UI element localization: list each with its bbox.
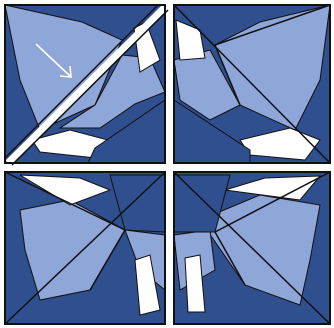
- quilt-block-bottom-left: [5, 172, 165, 324]
- quilt-block-bottom-right: [174, 172, 330, 324]
- quilt-block-top-right: [174, 5, 330, 163]
- quilt-block-top-left: [5, 5, 168, 165]
